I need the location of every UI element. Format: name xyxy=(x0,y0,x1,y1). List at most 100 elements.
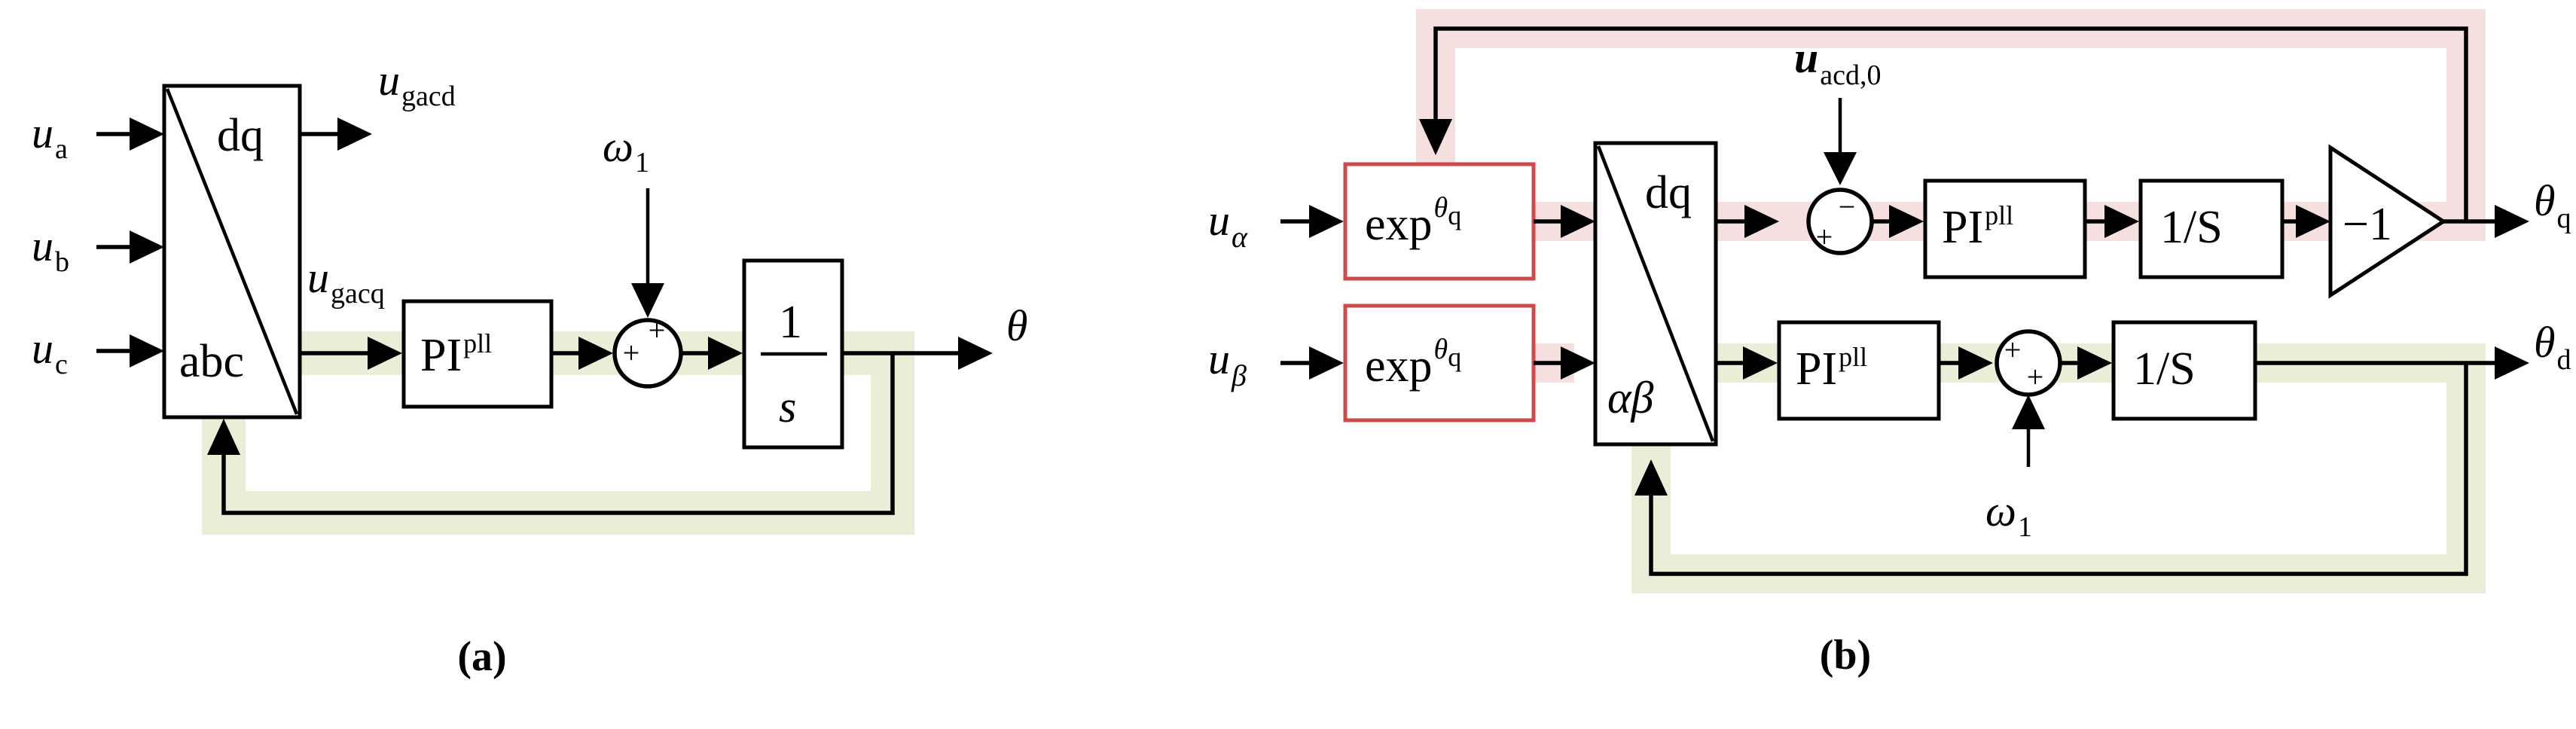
output-label-ugacd: ugacd xyxy=(378,56,456,112)
panel-b-wire-sum-to-int-lower xyxy=(2060,346,2112,380)
panel-a-wire-sum-to-int xyxy=(681,337,743,370)
arrow-head-omega-b xyxy=(2012,395,2045,429)
output-label-theta: θ xyxy=(1006,301,1028,350)
panel-a-integrator-block[interactable]: 1 s xyxy=(742,258,844,450)
arrow-head-pi-out xyxy=(578,337,613,370)
panel-a-input-uc: uc xyxy=(32,324,68,380)
panel-b-sum-junction-upper[interactable]: − + xyxy=(1806,188,1874,255)
arrow-head-feedback-a xyxy=(207,419,240,455)
arrow-head-omega xyxy=(631,283,664,318)
arrow-head-disturbance xyxy=(1824,152,1857,185)
panel-b-transform-block[interactable]: dq αβ xyxy=(1593,141,1718,447)
output-label-theta-d: θd xyxy=(2534,318,2571,376)
panel-b-wire-sum-to-pi-upper xyxy=(1872,205,1924,238)
panel-a-sum-junction[interactable]: + + xyxy=(612,313,683,389)
omega-label-b: ω1 xyxy=(1985,487,2032,543)
panel-a-controller-block[interactable]: PIpll xyxy=(401,299,554,409)
panel-b-integrator-lower[interactable]: 1/S xyxy=(2111,320,2257,421)
integrator-denominator: s xyxy=(779,382,796,432)
panel-a-input-ub: ub xyxy=(32,221,69,278)
input-label-ualpha: uα xyxy=(1208,196,1248,254)
panel-a-output-ugacq: ugacq xyxy=(300,253,402,370)
sum-lower-sign-left: + xyxy=(2004,333,2022,367)
arrow-head-uc xyxy=(130,334,164,368)
arrow-head-feedback-upper xyxy=(1419,119,1452,155)
arrow-head-ugacq xyxy=(368,337,402,370)
sum-lower-sign-bottom: + xyxy=(2027,360,2044,394)
exp-upper-label: expθq xyxy=(1365,192,1461,250)
panel-a-input-ua: ua xyxy=(32,108,68,165)
arrow-head-exp-upper-out xyxy=(1561,205,1595,238)
gain-label: −1 xyxy=(2343,199,2392,250)
input-label-uc: uc xyxy=(32,324,68,380)
panel-b-exp-block-upper[interactable]: expθq xyxy=(1343,162,1536,281)
sum-upper-sign-left: + xyxy=(1816,220,1833,254)
arrow-head-theta-q xyxy=(2495,205,2529,238)
arrow-head-ualpha xyxy=(1309,205,1344,238)
sum-sign-left: + xyxy=(623,336,640,370)
panel-b-wire-int-to-gain-upper xyxy=(2282,205,2330,238)
arrow-head-int-upper-out xyxy=(2296,205,2330,238)
panel-b-omega-input: ω1 xyxy=(1985,395,2045,543)
panel-a: ua ub uc xyxy=(32,56,1028,680)
panel-b-wires-exp-to-transform xyxy=(1534,205,1595,380)
transform-bottom-label: abc xyxy=(179,336,244,387)
panel-b-feedback-lower xyxy=(1634,363,2468,576)
output-label-ugacq: ugacq xyxy=(307,253,385,310)
panel-a-input-wires xyxy=(96,117,164,368)
panel-a-transform-block[interactable]: dq abc xyxy=(162,84,302,419)
panel-a-omega-input: ω1 xyxy=(603,122,664,318)
panel-b-controller-upper[interactable]: PIpll xyxy=(1923,178,2087,279)
arrow-head-theta xyxy=(958,337,993,370)
panel-b-highlight-green xyxy=(1631,343,2486,593)
panel-b-sum-junction-lower[interactable]: + + xyxy=(1995,329,2062,397)
input-label-ubeta: uβ xyxy=(1208,334,1247,392)
transform-b-top-label: dq xyxy=(1645,167,1692,218)
output-label-theta-q: θq xyxy=(2534,176,2571,234)
arrow-head-theta-d xyxy=(2495,346,2529,380)
panel-a-caption: (a) xyxy=(457,633,506,680)
panel-b-gain-block[interactable]: −1 xyxy=(2328,144,2447,299)
input-label-ub: ub xyxy=(32,221,69,278)
panel-b-integrator-upper[interactable]: 1/S xyxy=(2138,178,2285,279)
arrow-head-pi-lower-out xyxy=(1958,346,1993,380)
arrow-head-transform-upper-out xyxy=(1744,205,1779,238)
panel-b-output-theta-q: θq xyxy=(2443,176,2571,238)
panel-b-wire-pi-to-int-upper xyxy=(2085,205,2139,238)
panel-a-wire-pi-to-sum xyxy=(551,337,613,370)
panel-b-controller-lower[interactable]: PIpll xyxy=(1777,320,1941,421)
integrator-numerator: 1 xyxy=(779,297,802,348)
controller-label: PIpll xyxy=(420,328,492,381)
disturbance-label: uacd,0 xyxy=(1794,33,1882,91)
integrator-upper-label: 1/S xyxy=(2160,202,2223,253)
arrow-head-ugacd xyxy=(337,117,372,151)
arrow-head-sum-lower-out xyxy=(2077,346,2112,380)
input-label-ua: ua xyxy=(32,108,68,165)
panel-b-output-theta-d: θd xyxy=(2255,318,2571,380)
arrow-head-feedback-lower xyxy=(1634,459,1668,496)
transform-b-bottom-label: αβ xyxy=(1607,373,1653,422)
exp-lower-label: expθq xyxy=(1365,334,1461,392)
panel-b-wire-transform-to-sum-upper xyxy=(1716,205,1779,238)
arrow-head-ua xyxy=(130,117,164,151)
panel-b-disturbance-input: uacd,0 xyxy=(1794,33,1882,185)
panel-b-wire-transform-to-pi-lower xyxy=(1716,346,1778,380)
controller-upper-label: PIpll xyxy=(1942,200,2013,253)
arrow-head-pi-upper-out xyxy=(2104,205,2139,238)
arrow-head-exp-lower-out xyxy=(1561,346,1595,380)
panel-b-input-ubeta: uβ xyxy=(1208,334,1247,392)
panel-b-input-ualpha: uα xyxy=(1208,196,1248,254)
sum-sign-top: + xyxy=(649,313,666,347)
panel-b-exp-block-lower[interactable]: expθq xyxy=(1343,303,1536,422)
panel-b-wire-pi-to-sum-lower xyxy=(1939,346,1993,380)
arrow-head-transform-lower-out xyxy=(1743,346,1778,380)
panel-b-feedback-upper xyxy=(1419,26,2468,221)
arrow-head-sum-out xyxy=(708,337,743,370)
panel-b-caption: (b) xyxy=(1820,632,1871,679)
panel-b-input-wires xyxy=(1280,205,1344,380)
panel-b: uα uβ expθq xyxy=(1208,9,2571,679)
transform-top-label: dq xyxy=(217,110,264,161)
panel-a-feedback-path xyxy=(207,353,895,515)
